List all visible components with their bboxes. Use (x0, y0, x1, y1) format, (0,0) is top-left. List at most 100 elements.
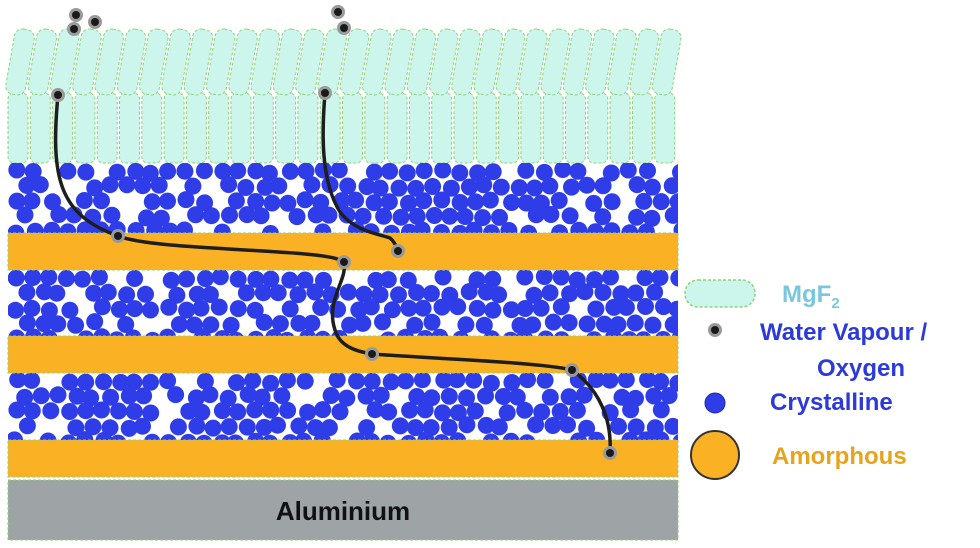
crystalline-particle (380, 193, 398, 211)
crystalline-particle (24, 163, 42, 180)
crystalline-particle (117, 316, 135, 333)
mgf2-column-lower (431, 92, 453, 164)
crystalline-particle (244, 373, 262, 389)
crystalline-particle (8, 301, 24, 319)
crystalline-particle (262, 225, 279, 233)
crystalline-particle (187, 206, 205, 224)
crystalline-particle (134, 417, 151, 435)
mgf2-column-upper (228, 28, 258, 96)
crystalline-particle (401, 401, 419, 419)
crystalline-particle (220, 418, 238, 436)
mgf2-column-upper (27, 28, 58, 96)
crystalline-particle (102, 388, 120, 406)
crystalline-particle (188, 285, 206, 303)
crystalline-particle (400, 299, 418, 317)
crystalline-particle (176, 221, 193, 233)
mgf2-column-upper (629, 28, 660, 96)
crystalline-particle (434, 270, 452, 286)
crystalline-particle (655, 331, 671, 336)
crystalline-particle (635, 331, 652, 336)
crystalline-particle (125, 373, 143, 391)
mgf2-column-upper (138, 28, 169, 96)
mgf2-column-lower (408, 92, 430, 164)
crystalline-particle (628, 176, 646, 194)
crystalline-particle (578, 315, 596, 333)
crystalline-particle (8, 224, 25, 233)
crystalline-particle (8, 329, 25, 336)
crystalline-particle (541, 388, 559, 406)
mgf2-column-upper (272, 28, 303, 96)
crystalline-particle (303, 176, 321, 194)
crystalline-particle (201, 386, 219, 404)
crystalline-particle (422, 285, 440, 302)
crystalline-particle (416, 401, 434, 419)
vapour-molecule-core (54, 91, 62, 99)
crystalline-particle (417, 330, 434, 336)
crystalline-particle (670, 270, 678, 287)
crystalline-particle (442, 179, 460, 197)
crystalline-particle (31, 176, 49, 194)
crystalline-particle (314, 223, 332, 233)
crystalline-particle (460, 283, 478, 301)
crystalline-particle (576, 283, 594, 301)
crystalline-particle (221, 206, 238, 224)
crystalline-particle (434, 404, 451, 422)
crystalline-particle (222, 316, 240, 334)
mgf2-column-upper (339, 28, 370, 96)
crystalline-particle (626, 314, 644, 332)
crystalline-particle (263, 194, 281, 212)
crystalline-particle (383, 224, 400, 233)
crystalline-particle (441, 207, 459, 225)
crystalline-particle (619, 163, 637, 179)
crystalline-particle (449, 432, 467, 440)
crystalline-particle (452, 330, 469, 336)
vapour-molecule (111, 229, 125, 243)
crystalline-particle (8, 431, 23, 440)
vapour-molecule (565, 363, 579, 377)
crystalline-particle (628, 208, 646, 226)
crystalline-particle (517, 194, 535, 212)
crystalline-particle (552, 270, 570, 286)
crystalline-particle (451, 194, 469, 211)
crystalline-particle (672, 164, 678, 181)
crystalline-particle (358, 419, 376, 437)
mgf2-column-lower (342, 92, 363, 164)
crystalline-particle (93, 192, 110, 210)
crystalline-particle (652, 373, 670, 390)
crystalline-particle (8, 401, 26, 419)
vapour-molecule (337, 21, 351, 35)
crystalline-particle (660, 387, 678, 405)
crystalline-particle (643, 178, 661, 196)
crystalline-particle (621, 224, 639, 233)
crystalline-particle (627, 284, 645, 302)
crystalline-particle (161, 222, 179, 233)
crystalline-particle (433, 298, 451, 316)
crystalline-particle (517, 163, 535, 179)
diffusion-path-right (321, 91, 400, 253)
crystalline-particle (526, 179, 544, 197)
crystalline-particle (367, 271, 385, 289)
crystalline-particle (502, 301, 520, 319)
crystalline-particle (296, 373, 314, 390)
crystalline-particle (516, 270, 534, 286)
crystalline-particle (126, 300, 144, 318)
crystalline-particle (440, 418, 458, 436)
crystalline-particle (664, 417, 678, 435)
aluminium-substrate (7, 479, 679, 541)
vapour-molecule-core (606, 449, 614, 457)
crystalline-particle (247, 270, 265, 288)
crystalline-particle (214, 163, 232, 180)
mgf2-column-lower (29, 92, 51, 164)
crystalline-particle (578, 419, 596, 437)
vapour-molecule-core (394, 247, 402, 255)
crystalline-particle (213, 402, 231, 420)
crystalline-particle (142, 301, 159, 319)
crystalline-particle (109, 331, 125, 336)
crystalline-particle (348, 432, 366, 440)
crystalline-particle (586, 271, 604, 289)
crystalline-particle (255, 418, 273, 436)
crystalline-particle (605, 298, 623, 316)
crystalline-particle (484, 270, 502, 288)
crystalline-particle (519, 434, 536, 440)
crystalline-particle (363, 433, 380, 440)
